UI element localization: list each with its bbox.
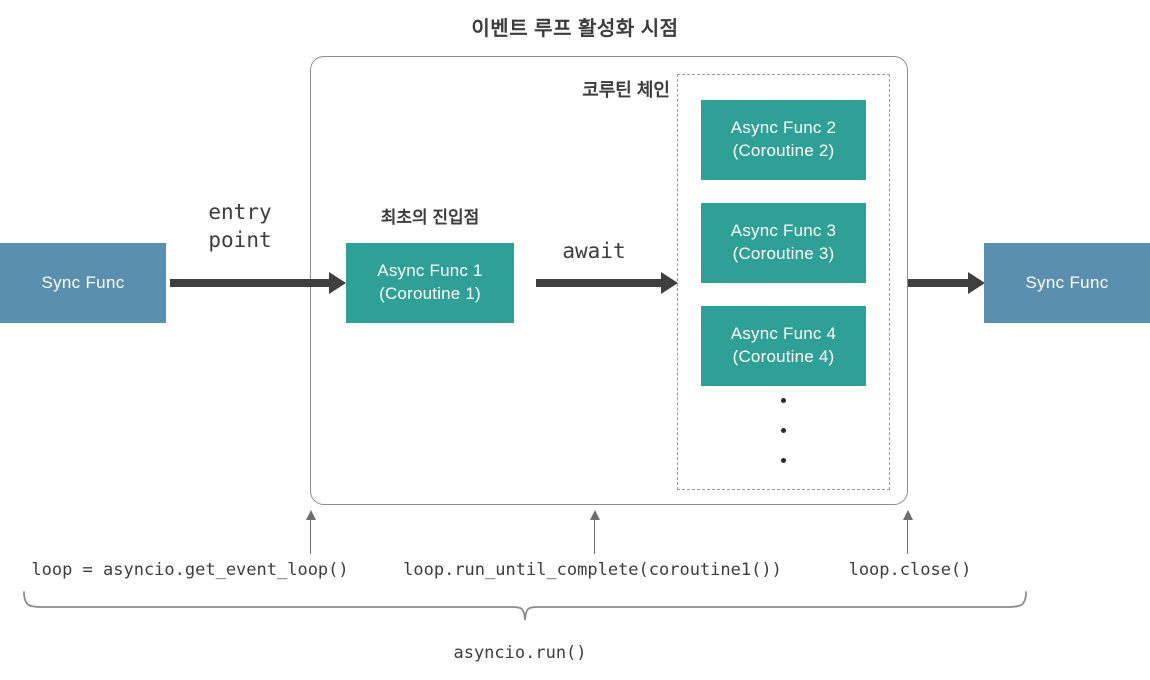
code-caption-close: loop.close() xyxy=(848,560,972,580)
coroutine-1-subtitle: (Coroutine 1) xyxy=(379,284,481,303)
arrow-stem xyxy=(593,518,596,554)
coroutine-box-1: Async Func 1 (Coroutine 1) xyxy=(346,243,514,323)
arrow-shaft xyxy=(170,279,330,287)
entry-point-annotation: entry point xyxy=(180,198,300,255)
dot xyxy=(781,398,786,403)
asyncio-run-brace-icon xyxy=(20,590,1030,630)
coroutine-3-subtitle: (Coroutine 3) xyxy=(732,244,835,263)
sync-func-left-box: Sync Func xyxy=(0,243,166,323)
coroutine-box-2: Async Func 2 (Coroutine 2) xyxy=(701,100,866,180)
entry-point-line-2: point xyxy=(208,228,272,253)
dot xyxy=(781,428,786,433)
code-caption-run-until-complete: loop.run_until_complete(coroutine1()) xyxy=(403,560,782,580)
arrow-tip xyxy=(305,510,316,520)
callout-arrow-close-icon xyxy=(901,510,914,554)
coroutine-box-4: Async Func 4 (Coroutine 4) xyxy=(701,306,866,386)
coroutine-4-subtitle: (Coroutine 4) xyxy=(732,347,835,366)
sync-func-right-box: Sync Func xyxy=(984,243,1150,323)
arrow-head xyxy=(329,272,346,294)
coroutine-chain-label: 코루틴 체인 xyxy=(582,80,670,100)
callout-arrow-get-event-loop-icon xyxy=(304,510,317,554)
first-entry-point-label: 최초의 진입점 xyxy=(380,208,480,227)
sync-func-left-label: Sync Func xyxy=(41,273,125,292)
arrow-loop-to-sync-icon xyxy=(908,272,985,294)
coroutine-2-title: Async Func 2 xyxy=(730,118,837,138)
arrow-head xyxy=(661,272,678,294)
code-caption-get-event-loop: loop = asyncio.get_event_loop() xyxy=(31,560,349,580)
sync-func-right-label: Sync Func xyxy=(1025,273,1109,292)
arrow-tip xyxy=(902,510,913,520)
arrow-shaft xyxy=(908,279,969,287)
arrow-coroutine1-to-chain-icon xyxy=(536,272,678,294)
await-annotation: await xyxy=(562,239,626,263)
coroutine-box-3: Async Func 3 (Coroutine 3) xyxy=(701,203,866,283)
page-title: 이벤트 루프 활성화 시점 xyxy=(471,18,679,40)
arrow-stem xyxy=(309,518,312,554)
arrow-sync-to-coroutine1-icon xyxy=(170,272,346,294)
callout-arrow-run-until-complete-icon xyxy=(588,510,601,554)
coroutine-3-title: Async Func 3 xyxy=(730,221,837,241)
arrow-shaft xyxy=(536,279,662,287)
dot xyxy=(781,458,786,463)
entry-point-line-1: entry xyxy=(208,200,272,224)
coroutine-1-title: Async Func 1 xyxy=(377,261,483,281)
arrow-stem xyxy=(906,518,909,554)
arrow-head xyxy=(968,272,985,294)
brace-svg xyxy=(23,591,1027,621)
arrow-tip xyxy=(589,510,600,520)
coroutine-2-subtitle: (Coroutine 2) xyxy=(732,141,835,160)
vertical-ellipsis-icon xyxy=(701,398,866,488)
asyncio-run-caption: asyncio.run() xyxy=(453,643,587,663)
coroutine-4-title: Async Func 4 xyxy=(730,324,837,344)
